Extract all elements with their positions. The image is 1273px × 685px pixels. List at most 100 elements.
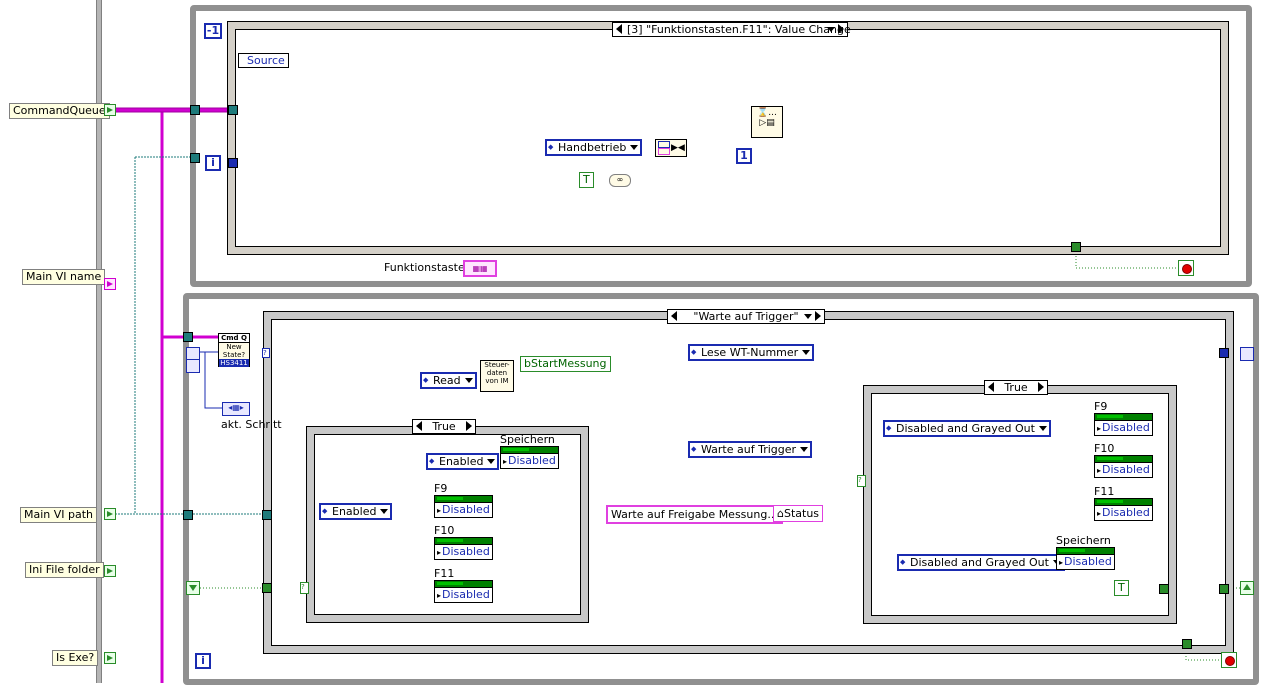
bool-to-variant-node: ∞ <box>609 174 631 187</box>
prev-case-arrow-icon[interactable] <box>988 382 994 392</box>
event-refnum-tunnel <box>228 158 238 168</box>
refnum-tunnel <box>190 153 200 163</box>
dropdown-icon[interactable] <box>464 378 473 383</box>
f9-label: F9 <box>1094 400 1108 413</box>
read-enum-constant[interactable]: Read <box>420 372 477 389</box>
funktionstasten-refnum-icon[interactable]: ▦▦ <box>463 260 497 277</box>
shift-register-left-2[interactable] <box>186 359 200 373</box>
true-constant[interactable]: T <box>1114 580 1129 596</box>
dropdown-icon[interactable] <box>380 509 389 514</box>
iteration-terminal: i <box>195 653 211 669</box>
main-vi-name-control[interactable]: Main VI name <box>22 269 106 285</box>
main-vi-name-terminal-icon[interactable] <box>104 278 116 290</box>
enqueue-element-node: ⌛... ▷▤ <box>751 106 783 138</box>
f9-property-node[interactable]: Disabled <box>1094 413 1153 436</box>
next-case-arrow-icon[interactable] <box>838 24 844 34</box>
event-case-selector[interactable]: [3] "Funktionstasten.F11": Value Change <box>612 22 851 37</box>
true-constant[interactable]: T <box>579 172 594 188</box>
bstartmessung-unbundle: bStartMessung <box>520 356 611 372</box>
state-tunnel-outer <box>1219 348 1229 358</box>
bool-tunnel-case <box>262 583 272 593</box>
handbetrieb-enum-constant[interactable]: Handbetrieb <box>545 139 643 156</box>
fkeys-enabled-enum[interactable]: Enabled <box>319 503 393 520</box>
ini-file-folder-terminal-icon[interactable] <box>104 565 116 577</box>
speichern-label: Speichern <box>500 433 555 446</box>
next-case-arrow-icon[interactable] <box>1038 382 1044 392</box>
f10-property-node[interactable]: Disabled <box>434 537 493 560</box>
queue-tunnel <box>183 332 193 342</box>
commandqueue-control[interactable]: CommandQueue <box>9 103 110 119</box>
speichern-property-node[interactable]: Disabled <box>1056 547 1115 570</box>
state-case-selector[interactable]: "Warte auf Trigger" <box>667 309 825 324</box>
f11-property-node[interactable]: Disabled <box>1094 498 1153 521</box>
f11-property-node[interactable]: Disabled <box>434 580 493 603</box>
dropdown-icon[interactable] <box>800 447 809 452</box>
bool-tunnel-inner <box>1159 584 1169 594</box>
speichern-enabled-enum[interactable]: Enabled <box>426 453 500 470</box>
fkeys-disabled-grayed-enum[interactable]: Disabled and Grayed Out <box>883 420 1051 437</box>
f10-label: F10 <box>1094 442 1115 455</box>
queue-tunnel-event <box>228 105 238 115</box>
case-selector-terminal: ? <box>857 475 866 487</box>
commandqueue-terminal-icon[interactable] <box>104 104 116 116</box>
f9-property-node[interactable]: Disabled <box>434 495 493 518</box>
case-dropdown-icon[interactable] <box>827 27 835 32</box>
f10-label: F10 <box>434 524 455 537</box>
event-structure[interactable] <box>227 21 1229 255</box>
f11-label: F11 <box>434 567 455 580</box>
cmd-queue-new-state-subvi[interactable]: Cmd Q New State? HS3411 <box>218 333 250 367</box>
speichern-label: Speichern <box>1056 534 1111 547</box>
is-exe-control[interactable]: Is Exe? <box>52 650 99 666</box>
next-case-arrow-icon[interactable] <box>815 311 821 321</box>
count-constant[interactable]: 1 <box>736 148 752 164</box>
prev-case-arrow-icon[interactable] <box>671 311 677 321</box>
status-local-variable[interactable]: ⌂Status <box>773 505 824 522</box>
timeout-constant[interactable]: -1 <box>204 23 222 39</box>
case-selector-terminal: ? <box>262 348 270 358</box>
bool-shift-register-left[interactable] <box>186 581 200 595</box>
next-case-arrow-icon[interactable] <box>466 421 472 431</box>
akt-schritt-indicator[interactable]: ◂▦▸ <box>222 402 250 416</box>
speichern-property-node[interactable]: Disabled <box>500 446 559 469</box>
prev-case-arrow-icon[interactable] <box>416 421 422 431</box>
funktionstasten-label: Funktionstasten <box>384 261 472 274</box>
f11-label: F11 <box>1094 485 1115 498</box>
stop-condition-icon[interactable] <box>1221 652 1237 668</box>
path-tunnel <box>183 510 193 520</box>
left-inner-case-selector[interactable]: True <box>412 419 476 434</box>
state-while-loop[interactable] <box>183 293 1259 685</box>
steuerdaten-subvi[interactable]: Steuer-daten von IM <box>480 360 514 392</box>
queue-tunnel <box>190 105 200 115</box>
f9-label: F9 <box>434 482 448 495</box>
event-data-node[interactable]: Source <box>238 53 289 68</box>
bool-shift-register-right[interactable] <box>1240 581 1254 595</box>
house-icon: ⌂ <box>777 507 784 520</box>
dropdown-icon[interactable] <box>1038 426 1047 431</box>
warte-auf-trigger-enum[interactable]: Warte auf Trigger <box>688 441 813 458</box>
right-inner-case-selector[interactable]: True <box>984 380 1048 395</box>
path-tunnel-case <box>262 510 272 520</box>
dropdown-icon[interactable] <box>630 145 639 150</box>
main-vi-path-terminal-icon[interactable] <box>104 508 116 520</box>
stop-tunnel <box>1182 639 1192 649</box>
speichern-disabled-grayed-enum[interactable]: Disabled and Grayed Out <box>897 554 1065 571</box>
diagram-left-edge <box>96 0 102 683</box>
main-vi-path-control[interactable]: Main VI path <box>20 507 98 523</box>
dropdown-icon[interactable] <box>487 459 496 464</box>
ini-file-folder-control[interactable]: Ini File folder <box>25 562 104 578</box>
dropdown-icon[interactable] <box>802 350 811 355</box>
event-while-loop[interactable] <box>190 5 1252 287</box>
f10-property-node[interactable]: Disabled <box>1094 455 1153 478</box>
shift-register-right[interactable] <box>1240 347 1254 361</box>
is-exe-terminal-icon[interactable] <box>104 652 116 664</box>
stop-tunnel <box>1071 242 1081 252</box>
prev-case-arrow-icon[interactable] <box>616 24 622 34</box>
akt-schritt-label: akt. Schritt <box>221 418 282 431</box>
bool-tunnel-outer <box>1219 584 1229 594</box>
case-selector-terminal: ? <box>300 582 309 594</box>
stop-condition-icon[interactable] <box>1178 260 1194 276</box>
lese-wt-nummer-enum[interactable]: Lese WT-Nummer <box>688 344 815 361</box>
case-dropdown-icon[interactable] <box>804 314 812 319</box>
bundle-node: ▶◀ <box>655 139 687 157</box>
status-string-constant[interactable]: Warte auf Freigabe Messung... <box>606 505 783 524</box>
